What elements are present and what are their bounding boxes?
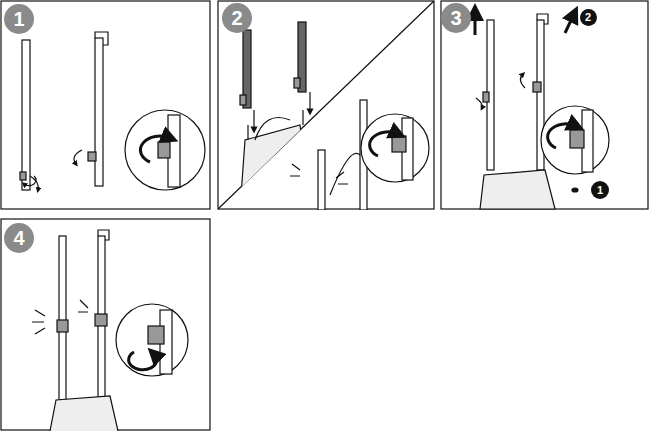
step-number: 3 (441, 3, 471, 33)
panel-frame (1, 219, 210, 430)
step-number: 2 (222, 3, 252, 33)
panel-frame (1, 1, 210, 209)
poles-locked (32, 230, 188, 431)
panel-frame (441, 1, 648, 209)
step-number: 1 (4, 4, 34, 34)
panel-frame (218, 1, 434, 209)
poles-extend (475, 12, 609, 209)
poles-clicked (290, 100, 429, 210)
step-number: 4 (4, 223, 34, 253)
callout-number: 2 (580, 9, 597, 26)
callout-number: 1 (591, 181, 609, 199)
poles (20, 32, 205, 190)
poles-insert (240, 22, 310, 210)
